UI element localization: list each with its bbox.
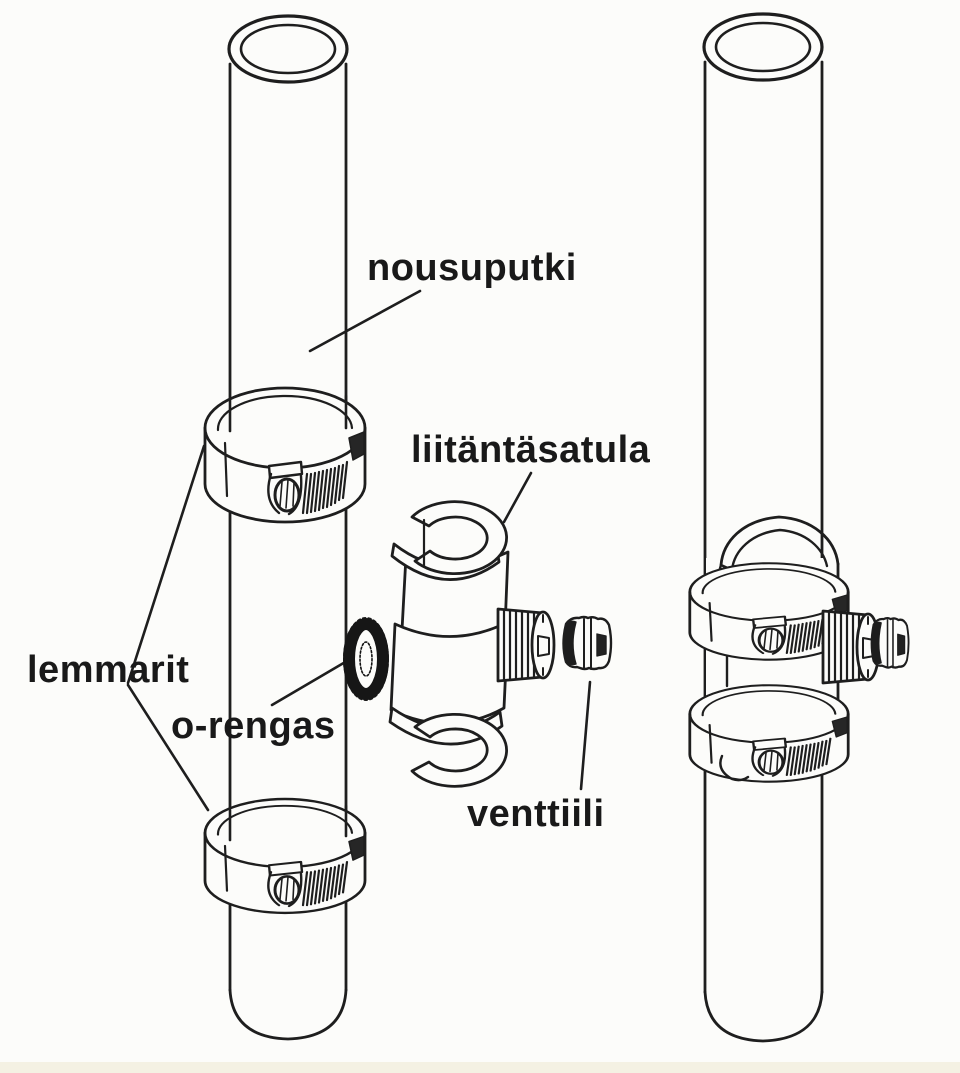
o-ring bbox=[343, 617, 389, 701]
right-lower-hose-clamp bbox=[688, 683, 850, 784]
right-valve bbox=[870, 616, 910, 669]
connection-saddle bbox=[388, 500, 556, 788]
leader-clamp-lower bbox=[126, 683, 210, 812]
valve-part bbox=[562, 615, 613, 671]
right-outlet-nozzle bbox=[821, 609, 881, 685]
footer-strip bbox=[0, 1062, 960, 1073]
leader-lines bbox=[126, 289, 592, 812]
label-riser-pipe: nousuputki bbox=[367, 247, 577, 289]
label-hose-clamps: lemmarit bbox=[27, 649, 190, 691]
leader-o-ring bbox=[270, 659, 349, 707]
leader-saddle bbox=[502, 471, 533, 524]
right-riser-pipe bbox=[702, 12, 824, 1043]
leader-riser-pipe bbox=[308, 289, 422, 353]
left-upper-hose-clamp bbox=[203, 386, 367, 524]
right-saddle-assembly bbox=[688, 515, 910, 784]
leader-clamp-upper bbox=[126, 444, 206, 685]
label-o-ring: o-rengas bbox=[171, 705, 336, 747]
saddle-top-hook bbox=[410, 500, 508, 575]
label-connection-saddle: liitäntäsatula bbox=[411, 429, 651, 471]
left-lower-hose-clamp bbox=[203, 797, 367, 915]
leader-valve bbox=[579, 680, 592, 791]
saddle-bottom-hook bbox=[410, 713, 508, 788]
label-valve: venttiili bbox=[467, 793, 605, 835]
saddle-outlet-nozzle bbox=[496, 607, 556, 683]
